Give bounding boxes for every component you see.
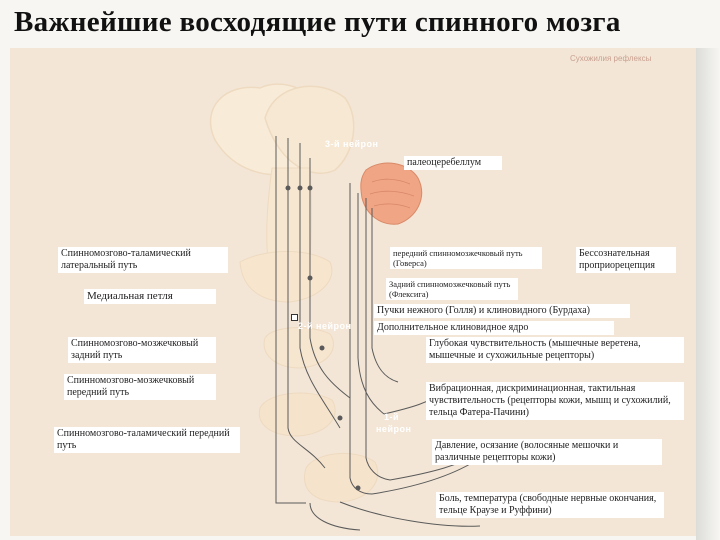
label-anterior-spinocerebellar-right: передний спинномозжечковый путь (Говерса…: [390, 247, 542, 269]
label-lateral-spinothalamic: Спинномозгово-таламический латеральный п…: [58, 247, 228, 273]
label-posterior-spinocerebellar-left: Спинномозгово-мозжечковый задний путь: [68, 337, 216, 363]
label-unconscious-proprioception: Бессознательная проприорецепция: [576, 247, 676, 273]
spinal-cord-mid: [258, 392, 336, 437]
label-vibration-sensitivity: Вибрационная, дискриминационная, тактиль…: [426, 382, 684, 420]
medulla-section: [239, 251, 333, 303]
diagram-panel: Сухожилия рефлексы 3-й нейрон 2-й нейрон…: [10, 48, 696, 536]
cerebral-hemisphere-right: [264, 85, 355, 174]
label-medial-lemniscus: Медиальная петля: [84, 289, 216, 304]
label-pain-temperature: Боль, температура (свободные нервные око…: [436, 492, 664, 518]
label-anterior-spinocerebellar-left: Спинномозгово-мозжечковый передний путь: [64, 374, 216, 400]
neuron-1-label-line2: нейрон: [376, 424, 412, 434]
label-paleocerebellum: палеоцеребеллум: [404, 156, 502, 170]
label-deep-sensitivity: Глубокая чувствительность (мышечные вере…: [426, 337, 684, 363]
corner-faded-label: Сухожилия рефлексы: [570, 54, 652, 63]
pathway-marker: [291, 314, 298, 321]
neuron-2-label: 2-й нейрон: [298, 321, 352, 331]
neuron-3-label: 3-й нейрон: [325, 139, 379, 149]
cerebellum: [360, 162, 423, 225]
label-goll-burdach: Пучки нежного (Голля) и клиновидного (Бу…: [374, 304, 630, 318]
page-title: Важнейшие восходящие пути спинного мозга: [14, 6, 621, 38]
label-anterior-spinothalamic: Спинномозгово-таламический передний путь: [54, 427, 240, 453]
pathways-diagram: [209, 83, 491, 531]
page-edge-shadow: [696, 48, 720, 540]
pathway-nodes: [285, 185, 361, 491]
cerebellum-folia: [369, 178, 415, 209]
label-posterior-spinocerebellar-right: Задний спинномозжечковый путь (Флексига): [386, 278, 518, 300]
label-accessory-cuneate: Дополнительное клиновидное ядро: [374, 321, 614, 335]
label-pressure-touch: Давление, осязание (волосяные мешочки и …: [432, 439, 662, 465]
neuron-1-label-line1: 1-й: [384, 412, 400, 422]
brainstem: [266, 167, 312, 264]
